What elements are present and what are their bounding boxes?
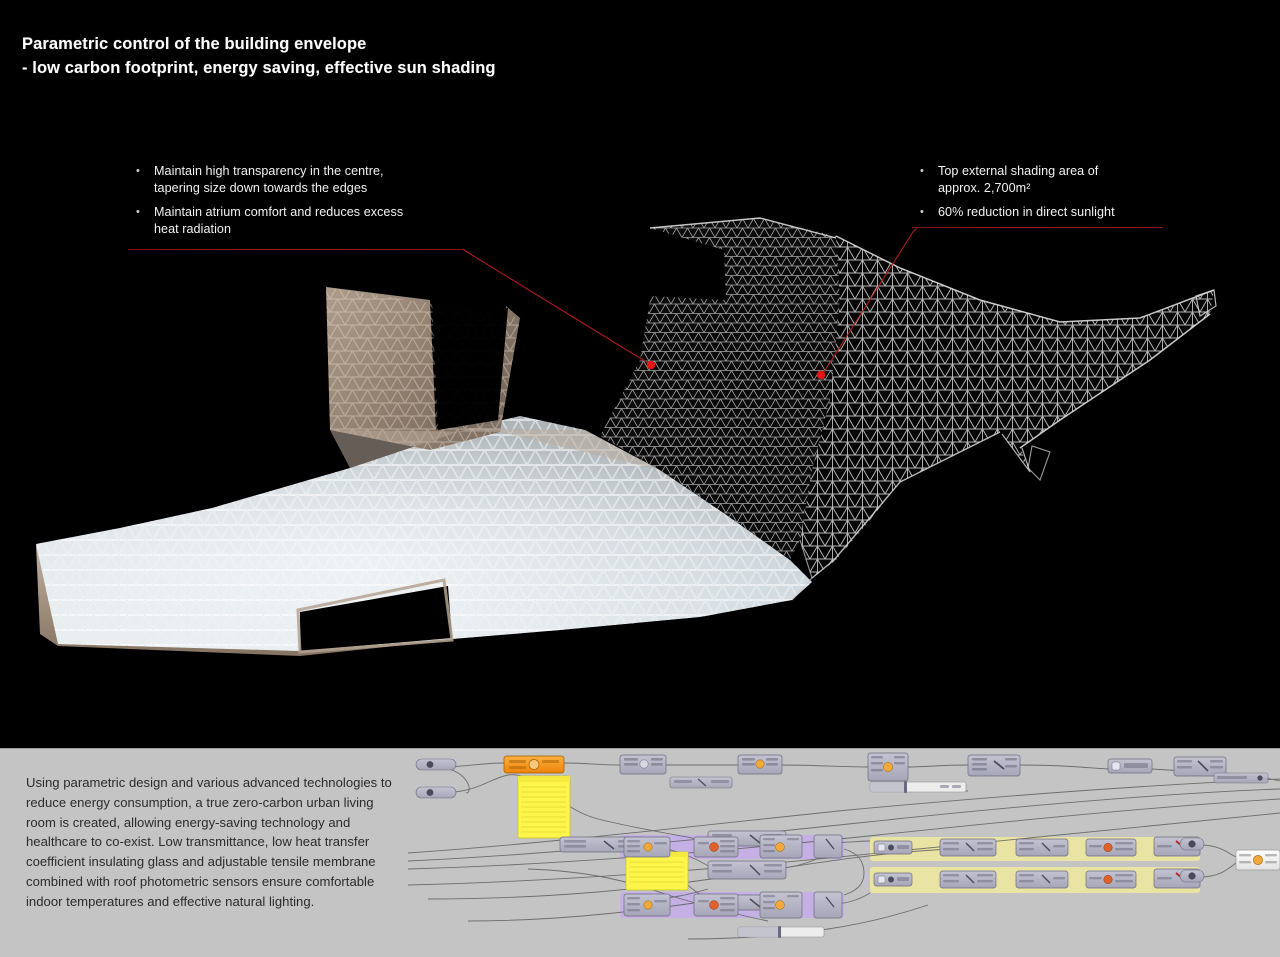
gh-node — [1173, 756, 1227, 777]
gh-node — [693, 893, 739, 917]
gh-node-terminal — [1235, 849, 1280, 871]
gh-node — [1085, 870, 1137, 889]
gh-slider — [737, 926, 825, 938]
title-line-1: Parametric control of the building envel… — [22, 35, 367, 53]
bullet-glyph: • — [136, 206, 140, 218]
gh-node-orange — [503, 755, 565, 774]
gh-node — [759, 891, 803, 919]
gh-node — [1085, 838, 1137, 857]
gh-node — [1015, 870, 1069, 889]
callout-leader-lines — [462, 227, 918, 380]
bullet-glyph: • — [136, 165, 140, 177]
callout-right-list: • Top external shading area of approx. 2… — [912, 163, 1177, 221]
title-line-2: - low carbon footprint, energy saving, e… — [22, 58, 496, 77]
footer-paragraph: Using parametric design and various adva… — [26, 775, 392, 909]
page-title: Parametric control of the building envel… — [22, 33, 496, 80]
footer-panel: Using parametric design and various adva… — [0, 748, 1280, 957]
callout-left-item-0: Maintain high transparency in the centre… — [154, 164, 384, 195]
hero-panel: Parametric control of the building envel… — [22, 33, 1217, 656]
gh-node — [669, 776, 733, 789]
gh-node — [623, 893, 671, 917]
gh-slider — [869, 781, 967, 793]
roof-tail-fin — [1027, 445, 1051, 482]
roof-notch-lower — [300, 586, 452, 651]
gh-connector-node — [1179, 837, 1205, 851]
gh-node — [619, 754, 667, 775]
gh-node-toggle — [873, 872, 913, 887]
gh-node — [1015, 838, 1069, 857]
gh-node — [867, 752, 909, 782]
building-model-render — [36, 217, 1217, 656]
gh-node — [707, 860, 787, 880]
gh-node — [813, 891, 843, 919]
callout-right-item-0: Top external shading area of approx. 2,7… — [938, 164, 1099, 195]
roof-notch-upper — [432, 300, 508, 430]
grasshopper-canvas — [408, 749, 1280, 957]
gh-node — [939, 838, 997, 857]
callout-left: • Maintain high transparency in the cent… — [128, 163, 468, 245]
gh-node — [813, 834, 843, 859]
gh-connector-node — [1179, 869, 1205, 883]
list-item: • Top external shading area of approx. 2… — [912, 163, 1177, 197]
gh-node — [967, 754, 1021, 777]
gh-node — [623, 836, 671, 858]
callout-right: • Top external shading area of approx. 2… — [912, 163, 1177, 228]
bullet-glyph: • — [920, 165, 924, 177]
gh-node — [939, 870, 997, 889]
gh-node — [737, 754, 783, 775]
callout-right-rule — [912, 227, 1163, 228]
glazed-zone-marker — [646, 360, 656, 370]
gh-node — [759, 834, 803, 859]
callout-right-item-1: 60% reduction in direct sunlight — [938, 205, 1115, 219]
gh-node — [1213, 772, 1269, 784]
gh-panel-yellow — [517, 775, 571, 839]
gh-node-toggle — [873, 840, 913, 855]
list-item: • Maintain atrium comfort and reduces ex… — [128, 204, 468, 238]
shading-zone-marker — [816, 370, 826, 380]
gh-node — [693, 836, 739, 858]
callout-left-rule — [128, 249, 463, 250]
gh-panel-yellow — [625, 851, 689, 891]
list-item: • Maintain high transparency in the cent… — [128, 163, 468, 197]
gh-connector-node — [415, 758, 457, 799]
gh-node-toggle — [1107, 758, 1153, 774]
bullet-glyph: • — [920, 206, 924, 218]
list-item: • 60% reduction in direct sunlight — [912, 204, 1177, 221]
callout-left-item-1: Maintain atrium comfort and reduces exce… — [154, 205, 404, 236]
callout-left-list: • Maintain high transparency in the cent… — [128, 163, 468, 238]
